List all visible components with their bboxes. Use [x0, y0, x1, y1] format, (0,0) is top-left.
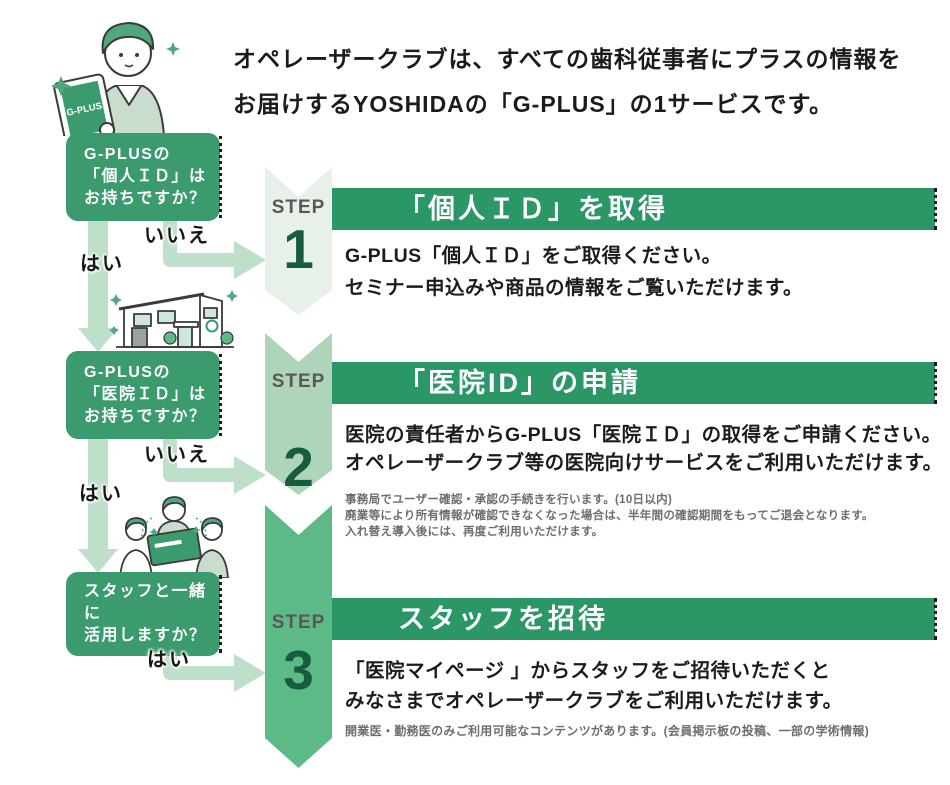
question-line: G-PLUSの — [84, 364, 171, 381]
staff-hair-icon — [125, 517, 147, 531]
perforation-dots — [219, 354, 222, 436]
step3-body-line: 「医院マイページ 」からスタッフをご招待いただくと — [345, 660, 831, 682]
perforation-dots — [934, 598, 937, 640]
label-yes-3: はい — [147, 649, 191, 671]
person-hand — [99, 122, 115, 136]
question-line: スタッフと一緒に — [84, 583, 207, 622]
staff-illustration — [119, 496, 229, 578]
person-eye — [119, 53, 123, 57]
building-door — [131, 327, 148, 348]
staff-body — [119, 549, 153, 578]
step3-title-bar: スタッフを招待 — [332, 598, 937, 640]
question-line: 活用しますか？ — [84, 627, 207, 644]
question-line: お持ちですか？ — [84, 408, 207, 425]
building-sign-icon — [205, 319, 219, 333]
person-illustration: G-PLUS — [51, 22, 180, 136]
staff-body — [195, 549, 229, 578]
label-yes-2: はい — [79, 483, 123, 505]
step2-body: 医院の責任者からG-PLUS「医院ＩＤ」の取得をご申請ください。 オペレーザーク… — [345, 421, 943, 477]
question-line: G-PLUSの — [84, 146, 171, 163]
step2-note-line: 廃業等により所有情報が確認できなくなった場合は、半年間の確認期間をもってご退会と… — [345, 510, 874, 522]
building-window — [133, 313, 152, 327]
step3-number: 3 — [283, 639, 314, 701]
clinic-building-illustration — [109, 290, 238, 348]
person-cap-icon — [101, 22, 155, 54]
arrow-down-1 — [88, 211, 108, 331]
step2-title: 「医院ID」の申請 — [398, 368, 641, 398]
building-entrance — [177, 326, 193, 348]
person-collar — [116, 85, 142, 106]
arrow-down-1-head — [78, 328, 118, 352]
tablet-icon: G-PLUS — [53, 73, 116, 136]
member-card-icon — [146, 527, 202, 567]
perforation-dots — [219, 575, 222, 653]
step2-body-line: 医院の責任者からG-PLUS「医院ＩＤ」の取得をご申請ください。 — [345, 424, 942, 446]
motion-arc — [195, 517, 207, 537]
motion-arc — [141, 517, 153, 537]
header-line-1: オペレーザークラブは、すべての歯科従事者にプラスの情報を — [233, 46, 902, 72]
staff-hair-icon — [201, 517, 223, 531]
step3-ribbon — [265, 505, 332, 768]
building-window — [203, 307, 218, 319]
question-line: 「医院ＩＤ」は — [84, 386, 207, 403]
step3-note-line: 開業医・勤務医のみご利用可能なコンテンツがあります。(会員掲示板の投稿、一部の学… — [345, 724, 869, 738]
tree-icon — [163, 331, 177, 345]
flow-question-box-2: G-PLUSの 「医院ＩＤ」は お持ちですか？ — [66, 351, 222, 439]
step3-notes: 開業医・勤務医のみご利用可能なコンテンツがあります。(会員掲示板の投稿、一部の学… — [345, 723, 869, 739]
arrow-no-2 — [163, 428, 236, 482]
building-window — [157, 310, 176, 324]
step2-note-line: 事務局でユーザー確認・承認の手続きを行います。(10日以内) — [345, 494, 673, 506]
perforation-dots — [934, 188, 937, 230]
person-eye — [135, 53, 139, 57]
staff-cap-icon — [162, 496, 186, 511]
arrow-no-1 — [163, 210, 236, 267]
sparkle-icon — [149, 526, 201, 536]
step2-title-bar: 「医院ID」の申請 — [332, 362, 937, 404]
step1-word: STEP — [271, 197, 326, 218]
perforation-dots — [934, 362, 937, 404]
question-line: お持ちですか？ — [84, 190, 207, 207]
flow-question-box-3: スタッフと一緒に 活用しますか？ — [66, 572, 222, 656]
tree-icon — [220, 331, 234, 345]
flow-question-box-1: G-PLUSの 「個人ＩＤ」は お持ちですか？ — [66, 133, 222, 221]
step1-body: G-PLUS「個人ＩＤ」をご取得ください。 セミナー申込みや商品の情報をご覧いた… — [345, 240, 803, 304]
step2-note-line: 入れ替え導入後には、再度ご利用いただけます。 — [345, 526, 604, 538]
label-no-1: いいえ — [144, 225, 210, 247]
step1-body-line: G-PLUS「個人ＩＤ」をご取得ください。 — [345, 245, 722, 267]
arrow-down-2-head — [78, 549, 118, 573]
step2-word: STEP — [271, 371, 326, 392]
header-line-2: お届けするYOSHIDAの「G-PLUS」の1サービスです。 — [233, 91, 834, 117]
step3-title: スタッフを招待 — [398, 604, 608, 634]
arrow-no-1-head — [234, 241, 266, 279]
sparkle-icon — [51, 42, 180, 96]
person-mouth — [124, 64, 134, 68]
step2-body-line: オペレーザークラブ等の医院向けサービスをご利用いただけます。 — [345, 452, 943, 474]
arrow-down-2 — [88, 429, 108, 551]
step3-body-line: みなさまでオペレーザークラブをご利用いただけます。 — [345, 690, 843, 712]
step1-number: 1 — [283, 218, 314, 280]
sparkle-icon — [109, 290, 238, 335]
header: オペレーザークラブは、すべての歯科従事者にプラスの情報を お届けするYOSHID… — [233, 40, 902, 119]
perforation-dots — [219, 136, 222, 218]
step1-title-bar: 「個人ＩＤ」を取得 — [332, 188, 937, 230]
step3-body: 「医院マイページ 」からスタッフをご招待いただくと みなさまでオペレーザークラブ… — [345, 656, 843, 716]
question-line: 「個人ＩＤ」は — [84, 168, 207, 185]
step1-title: 「個人ＩＤ」を取得 — [398, 194, 668, 224]
step1-body-line: セミナー申込みや商品の情報をご覧いただけます。 — [345, 277, 804, 299]
arrow-no-2-head — [234, 456, 266, 494]
step2-number: 2 — [283, 436, 314, 498]
label-no-2: いいえ — [144, 444, 210, 466]
label-yes-1: はい — [80, 253, 124, 275]
step2-notes: 事務局でユーザー確認・承認の手続きを行います。(10日以内) 廃業等により所有情… — [345, 492, 874, 540]
step3-word: STEP — [271, 612, 326, 633]
arrow-yes-3-head — [234, 654, 266, 692]
